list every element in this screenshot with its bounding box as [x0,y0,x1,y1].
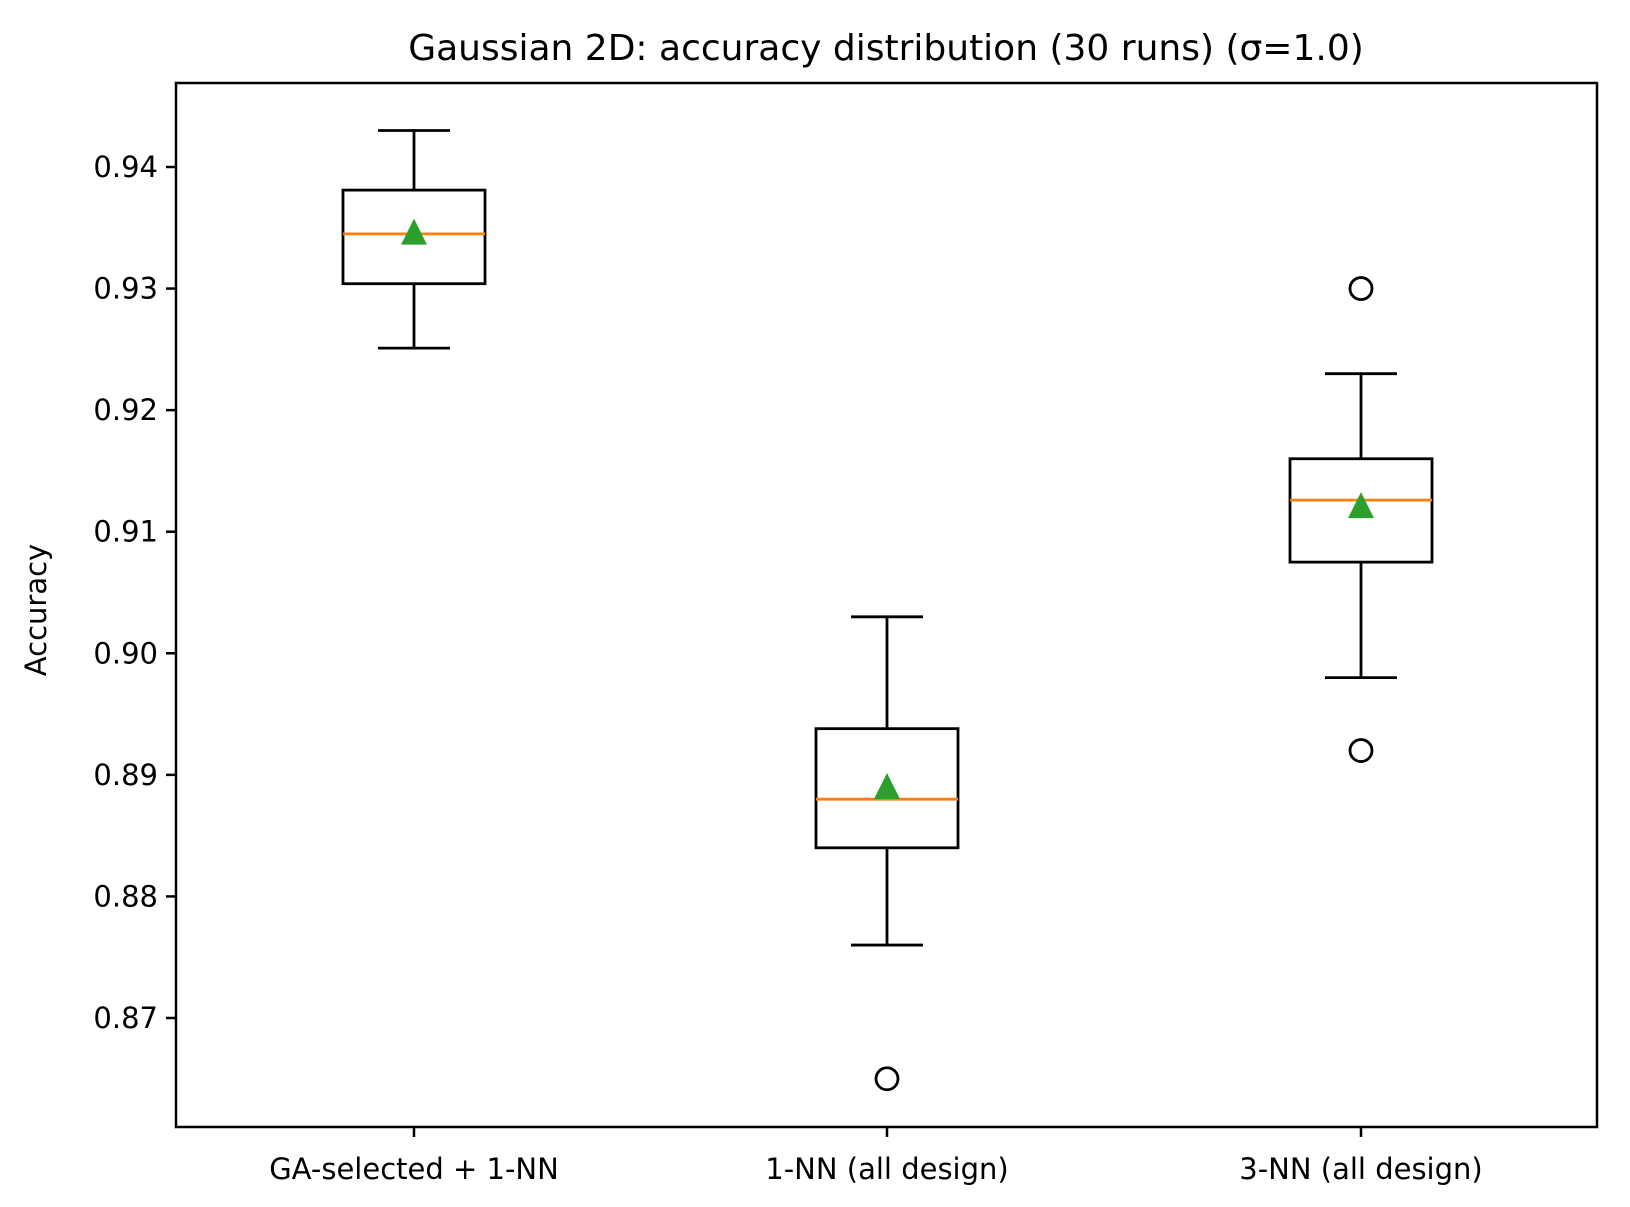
x-tick-label: 1-NN (all design) [765,1152,1008,1186]
outlier-point [1348,276,1374,301]
y-tick-label: 0.91 [93,515,158,549]
y-tick-label: 0.89 [93,758,158,792]
iqr-box [341,188,487,286]
chart-title: Gaussian 2D: accuracy distribution (30 r… [408,28,1364,69]
y-tick-label: 0.88 [93,879,158,913]
mean-marker [874,773,900,800]
x-tick-label: 3-NN (all design) [1239,1152,1482,1186]
y-tick-label: 0.94 [93,150,158,184]
axes-frame [174,81,1599,1129]
iqr-box [814,727,960,850]
y-tick-label: 0.90 [93,636,158,670]
y-axis-label: Accuracy [19,544,53,676]
y-axis: 0.87 0.88 0.89 0.90 0.91 0.92 0.93 0.94 [93,150,176,1035]
y-tick-label: 0.87 [93,1001,158,1035]
mean-marker [1348,492,1374,519]
outlier-point [1348,738,1374,763]
y-tick-label: 0.93 [93,272,158,306]
box-1 [341,129,487,350]
plot-area [341,129,1434,1092]
y-tick-label: 0.92 [93,393,158,427]
outlier-point [874,1066,900,1092]
box-2 [814,615,960,1092]
iqr-box [1288,457,1434,564]
x-tick-label: GA-selected + 1-NN [269,1152,559,1186]
x-axis: GA-selected + 1-NN 1-NN (all design) 3-NN … [269,1127,1483,1186]
box-3 [1288,276,1434,763]
mean-marker [401,218,427,245]
